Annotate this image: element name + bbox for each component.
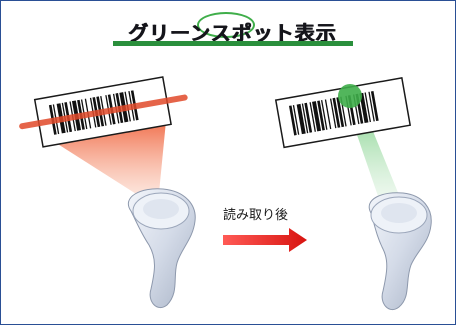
green-spot-icon [338, 84, 362, 108]
barcode-bar [317, 100, 325, 131]
right-barcode-bars [288, 91, 379, 136]
barcode-bar [368, 91, 375, 122]
barcode-bar [332, 97, 341, 128]
right-scanner-icon [368, 192, 432, 311]
barcode-bar [304, 102, 313, 133]
barcode-bar [309, 102, 316, 132]
after-read-label: 読み取り後 [223, 208, 289, 223]
title-green-ring [197, 12, 255, 38]
barcode-bar [370, 91, 379, 122]
barcode-bar [329, 98, 337, 129]
barcode-bar [320, 100, 328, 130]
barcode-bar [312, 101, 322, 132]
left-scanner-icon [128, 188, 196, 309]
barcode-bar [324, 99, 332, 130]
right-barcode-label [274, 77, 412, 149]
barcode-bar [364, 92, 372, 123]
left-barcode-label [19, 76, 188, 148]
barcode-bar [301, 103, 309, 134]
right-arrow-icon [223, 228, 307, 252]
barcode-bar [296, 103, 306, 135]
barcode-bar [336, 97, 345, 128]
barcode-bar [288, 105, 297, 136]
title-underline [113, 41, 353, 46]
barcode-bar [292, 105, 300, 135]
barcode-bar [359, 92, 369, 124]
